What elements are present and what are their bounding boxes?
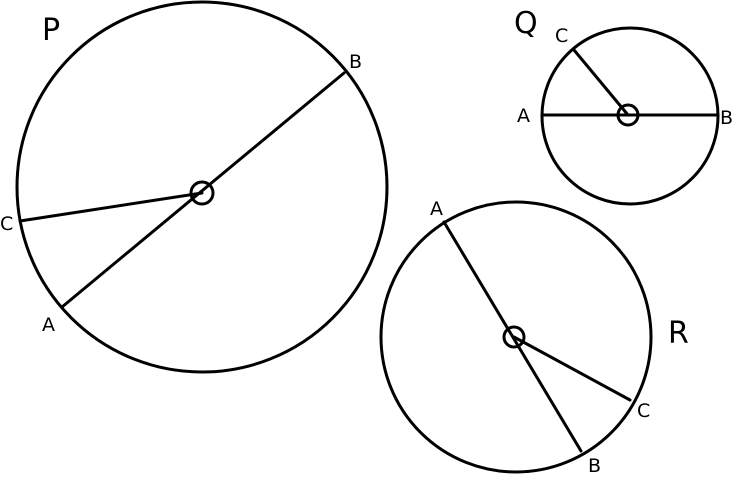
circle-r-name: R <box>668 316 689 351</box>
circle-p-diameter-ab <box>60 71 346 309</box>
circle-p-radius-c <box>18 191 204 223</box>
circle-p-point-c: C <box>0 213 13 235</box>
circle-r-outline <box>379 200 653 474</box>
circle-r-radius-c <box>512 335 632 402</box>
circle-r-group: R A B C <box>379 198 689 477</box>
circle-q-point-a: A <box>517 105 530 127</box>
circle-p-point-b: B <box>349 51 362 73</box>
circle-r-point-c: C <box>637 400 650 422</box>
circle-p-name: P <box>42 13 60 48</box>
circle-q-name: Q <box>514 6 538 41</box>
circle-q-point-b: B <box>720 107 733 129</box>
circle-p-point-a: A <box>42 314 55 336</box>
circle-r-diameter-ab <box>442 220 583 453</box>
circle-q-radius-c <box>572 48 630 117</box>
circle-q-point-c: C <box>555 25 568 47</box>
circle-r-point-b: B <box>588 455 601 477</box>
circle-p-center <box>189 180 215 206</box>
circle-p-group: P A B C <box>0 0 389 374</box>
circle-q-center <box>616 103 640 127</box>
circle-p-outline <box>15 0 389 374</box>
circle-r-center <box>502 325 526 349</box>
circle-r-point-a: A <box>430 198 443 220</box>
circle-q-group: Q A B C <box>514 6 733 206</box>
